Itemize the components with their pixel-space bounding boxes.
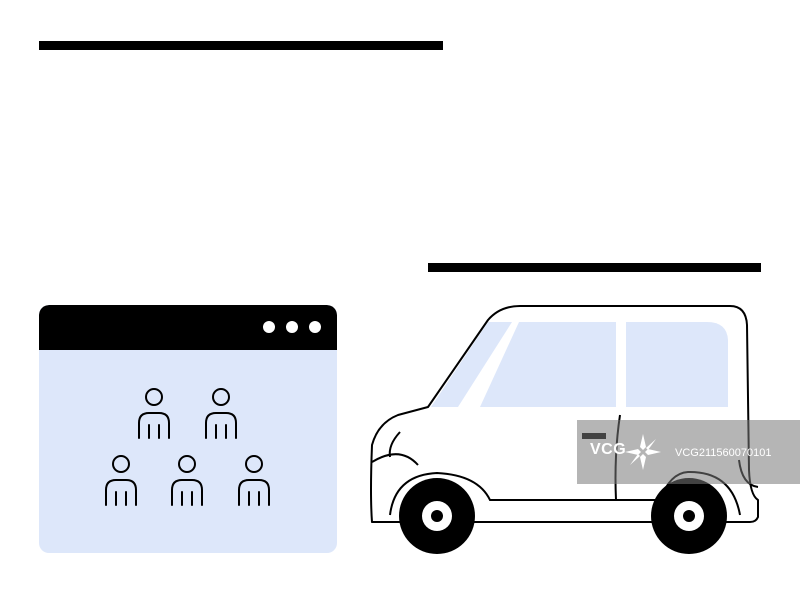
- windshield: [431, 322, 512, 407]
- person-icon: [138, 388, 170, 439]
- decorative-line-top: [39, 41, 443, 50]
- people-group-icon: [105, 388, 270, 506]
- browser-titlebar: [39, 305, 337, 350]
- front-fender: [371, 453, 419, 466]
- minivan-icon: [370, 305, 759, 554]
- watermark: VCG VCG211560070101: [577, 420, 800, 484]
- person-icon: [238, 455, 270, 506]
- person-icon: [105, 455, 137, 506]
- watermark-logo: VCG: [590, 441, 627, 458]
- rear-wheel: [651, 478, 727, 554]
- watermark-star-icon: [625, 434, 661, 470]
- person-icon: [205, 388, 237, 439]
- side-window-rear: [626, 322, 728, 407]
- side-window-front: [480, 322, 616, 407]
- person-icon: [171, 455, 203, 506]
- browser-window: [39, 305, 337, 553]
- window-control-dot: [286, 321, 298, 333]
- window-control-dot: [309, 321, 321, 333]
- window-control-dot: [263, 321, 275, 333]
- decorative-line-mid: [428, 263, 761, 272]
- front-wheel: [399, 478, 475, 554]
- watermark-id: VCG211560070101: [675, 447, 772, 459]
